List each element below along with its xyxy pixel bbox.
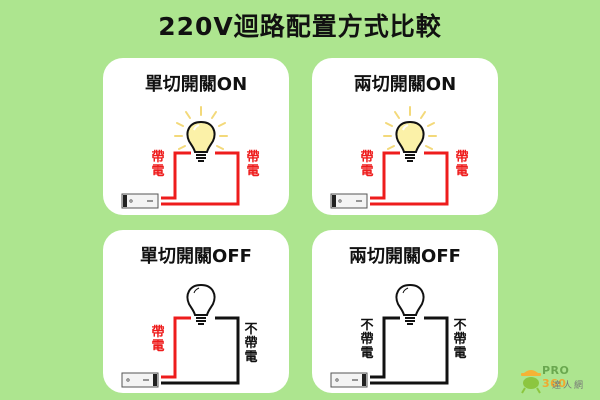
left-wire-label: 不帶電 [360, 318, 374, 361]
left-wire-label: 帶電 [151, 150, 165, 179]
lightbulb-on-icon [383, 106, 437, 162]
circuit-diagram [330, 106, 449, 209]
panel-title: 單切開關OFF [140, 246, 252, 267]
rocker-switch-icon [121, 372, 159, 388]
left-wire-label: 帶電 [360, 150, 374, 179]
panel-double-switch-off: 兩切開關OFF 不帶電 不帶電 [312, 230, 498, 393]
right-wire-label: 不帶電 [453, 318, 467, 361]
panel-single-switch-off: 單切開關OFF 帶電 不帶電 [103, 230, 289, 393]
logo-subtitle: 達人網 [552, 381, 586, 391]
lightbulb-off-icon [395, 283, 425, 325]
logo-brand-num: 360 [542, 377, 567, 390]
circuit-diagram [121, 283, 240, 388]
panel-title: 單切開關ON [144, 74, 248, 95]
left-wire-label: 帶電 [151, 325, 165, 354]
lightbulb-on-icon [174, 106, 228, 162]
rocker-switch-icon [121, 193, 159, 209]
dead-wire [370, 316, 449, 385]
logo-brand: PRO [542, 364, 570, 377]
panel-single-switch-on: 單切開關ON [103, 58, 289, 215]
panel-double-switch-on: 兩切開關ON [312, 58, 498, 215]
rocker-switch-icon [330, 193, 368, 209]
right-wire-label: 帶電 [246, 150, 260, 179]
rocker-switch-icon [330, 372, 368, 388]
pro360-logo: PRO 360 達人網 [518, 362, 598, 398]
panel-title: 兩切開關OFF [349, 246, 461, 267]
circuit-diagram [330, 283, 449, 388]
right-wire-label: 不帶電 [244, 322, 258, 365]
circuit-diagram [121, 106, 240, 209]
live-wire [161, 316, 191, 379]
live-wires [370, 151, 449, 206]
mascot-icon [521, 370, 541, 394]
live-wires [161, 151, 240, 206]
lightbulb-off-icon [186, 283, 216, 325]
right-wire-label: 帶電 [455, 150, 469, 179]
page-title: 220V迴路配置方式比較 [158, 12, 442, 41]
panel-title: 兩切開關ON [353, 74, 457, 95]
dead-wire [161, 316, 240, 385]
dead-wire [370, 316, 400, 379]
